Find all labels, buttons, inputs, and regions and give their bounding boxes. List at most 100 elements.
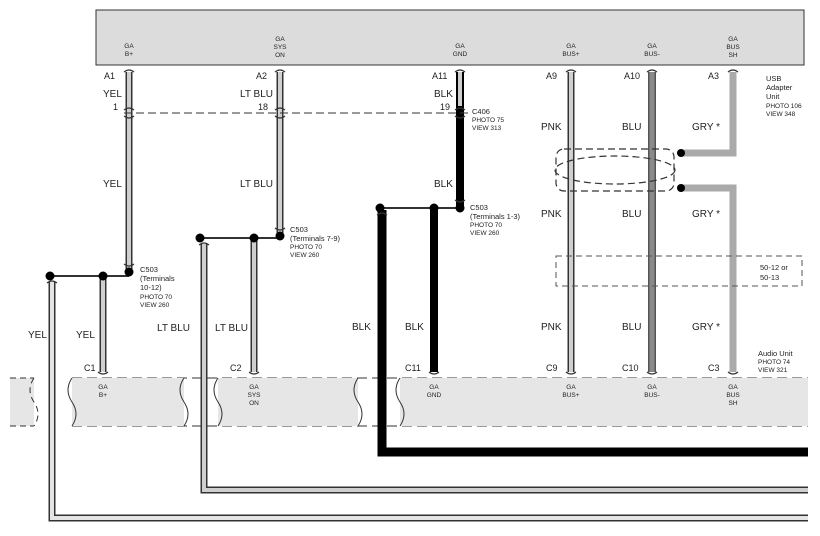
wire-gry-top	[681, 72, 737, 157]
wires	[48, 72, 808, 522]
svg-text:C2: C2	[230, 363, 242, 373]
audio-terminals: C1 C2 C11 C9 C10 C3 GA B+ GA SYS ON GA G…	[84, 363, 740, 407]
svg-text:BUS: BUS	[726, 392, 740, 399]
svg-text:BLU: BLU	[622, 322, 641, 333]
terminal-label: GA	[455, 43, 465, 50]
svg-text:C503: C503	[470, 203, 488, 212]
svg-text:YEL: YEL	[76, 330, 95, 341]
svg-text:BUS-: BUS-	[644, 392, 660, 399]
pin-number: A1	[104, 71, 115, 81]
svg-text:LT BLU: LT BLU	[240, 179, 273, 190]
usb-unit-title: USB Adapter Unit PHOTO 106 VIEW 348	[766, 74, 802, 118]
svg-text:GA: GA	[98, 384, 108, 391]
svg-text:SYS: SYS	[247, 392, 261, 399]
svg-text:PHOTO 70: PHOTO 70	[140, 294, 172, 301]
terminal-label: ON	[275, 52, 285, 59]
svg-text:USB: USB	[766, 74, 781, 83]
shield-symbol	[554, 148, 676, 192]
c503-bplus-label: C503 (Terminals 10-12) PHOTO 70 VIEW 260	[140, 265, 175, 309]
svg-text:GA: GA	[728, 384, 738, 391]
svg-text:1: 1	[113, 102, 118, 112]
svg-text:YEL: YEL	[103, 179, 122, 190]
audio-unit-title: Audio Unit PHOTO 74 VIEW 321	[758, 349, 794, 374]
wire-blk-long	[377, 210, 808, 457]
svg-text:LT BLU: LT BLU	[240, 89, 273, 100]
audio-unit-fill-left	[72, 378, 184, 426]
svg-text:(Terminals: (Terminals	[140, 274, 175, 283]
svg-text:GA: GA	[429, 384, 439, 391]
terminal-label: GA	[275, 36, 285, 43]
svg-text:GND: GND	[427, 392, 442, 399]
svg-text:C10: C10	[622, 363, 639, 373]
svg-text:Adapter: Adapter	[766, 83, 793, 92]
audio-unit-break-1	[67, 377, 405, 427]
terminal-label: GA	[728, 36, 738, 43]
svg-text:VIEW 260: VIEW 260	[470, 230, 500, 237]
wire-gry-bottom	[681, 184, 737, 372]
svg-text:PHOTO 106: PHOTO 106	[766, 103, 802, 110]
svg-text:BLU: BLU	[622, 122, 641, 133]
alt-connector-box	[555, 255, 803, 287]
shield-drain-bottom	[677, 184, 685, 192]
svg-text:(Terminals 7-9): (Terminals 7-9)	[290, 234, 341, 243]
svg-text:B+: B+	[99, 392, 107, 399]
svg-text:50-12 or: 50-12 or	[760, 263, 788, 272]
svg-text:BLU: BLU	[622, 209, 641, 220]
svg-text:VIEW 321: VIEW 321	[758, 367, 788, 374]
connector-ticks	[46, 69, 739, 375]
svg-text:GRY *: GRY *	[692, 209, 720, 220]
svg-text:BLK: BLK	[434, 89, 453, 100]
svg-text:PNK: PNK	[541, 322, 562, 333]
svg-text:BLK: BLK	[405, 322, 424, 333]
svg-text:PNK: PNK	[541, 122, 562, 133]
svg-text:Unit: Unit	[766, 92, 780, 101]
svg-text:BUS+: BUS+	[562, 392, 579, 399]
terminal-label: B+	[125, 51, 133, 58]
svg-text:GA: GA	[566, 384, 576, 391]
svg-text:Audio Unit: Audio Unit	[758, 349, 794, 358]
c503-gnd-label: C503 (Terminals 1-3) PHOTO 70 VIEW 260	[470, 203, 521, 237]
usb-terminals: GA B+ GA SYS ON GA GND GA BUS+ GA BUS- G…	[104, 36, 740, 81]
bottom-wire-colors: YEL YEL LT BLU LT BLU BLK BLK PNK BLU GR…	[28, 322, 720, 341]
shield-drain-top	[677, 149, 685, 157]
svg-text:GRY *: GRY *	[692, 322, 720, 333]
left-fragment	[10, 377, 39, 427]
svg-text:50-13: 50-13	[760, 273, 779, 282]
svg-text:LT BLU: LT BLU	[157, 323, 190, 334]
left-fragment-fill	[10, 378, 34, 426]
svg-text:VIEW 348: VIEW 348	[766, 111, 796, 118]
svg-text:(Terminals 1-3): (Terminals 1-3)	[470, 212, 521, 221]
svg-text:LT BLU: LT BLU	[215, 323, 248, 334]
pin-number: A2	[256, 71, 267, 81]
svg-text:VIEW 260: VIEW 260	[140, 302, 170, 309]
terminal-label: BUS	[726, 44, 740, 51]
terminal-label: GND	[453, 51, 468, 58]
svg-text:GA: GA	[647, 384, 657, 391]
svg-text:C503: C503	[140, 265, 158, 274]
svg-text:VIEW 260: VIEW 260	[290, 252, 320, 259]
terminal-label: GA	[566, 43, 576, 50]
svg-text:GRY *: GRY *	[692, 122, 720, 133]
alt-connector-label: 50-12 or 50-13	[760, 263, 788, 282]
top-wire-colors: YEL LT BLU BLK PNK BLU GRY *	[103, 89, 720, 133]
svg-text:BLK: BLK	[352, 322, 371, 333]
svg-text:YEL: YEL	[103, 89, 122, 100]
svg-text:C11: C11	[405, 363, 421, 373]
pin-number: A9	[546, 71, 557, 81]
svg-text:C9: C9	[546, 363, 558, 373]
svg-text:SH: SH	[728, 400, 737, 407]
terminal-label: GA	[124, 43, 134, 50]
svg-text:19: 19	[440, 102, 450, 112]
svg-text:C3: C3	[708, 363, 720, 373]
svg-text:PHOTO 74: PHOTO 74	[758, 359, 790, 366]
c406-pins: 1 18 19	[113, 102, 450, 112]
svg-text:C406: C406	[472, 107, 490, 116]
splice-dots	[45, 203, 465, 281]
svg-text:PHOTO 70: PHOTO 70	[470, 222, 502, 229]
svg-text:BLK: BLK	[434, 179, 453, 190]
pin-number: A10	[624, 71, 640, 81]
c406-label: C406 PHOTO 75 VIEW 313	[472, 107, 504, 132]
terminal-label: SYS	[273, 44, 287, 51]
svg-text:10-12): 10-12)	[140, 283, 162, 292]
terminal-label: GA	[647, 43, 657, 50]
